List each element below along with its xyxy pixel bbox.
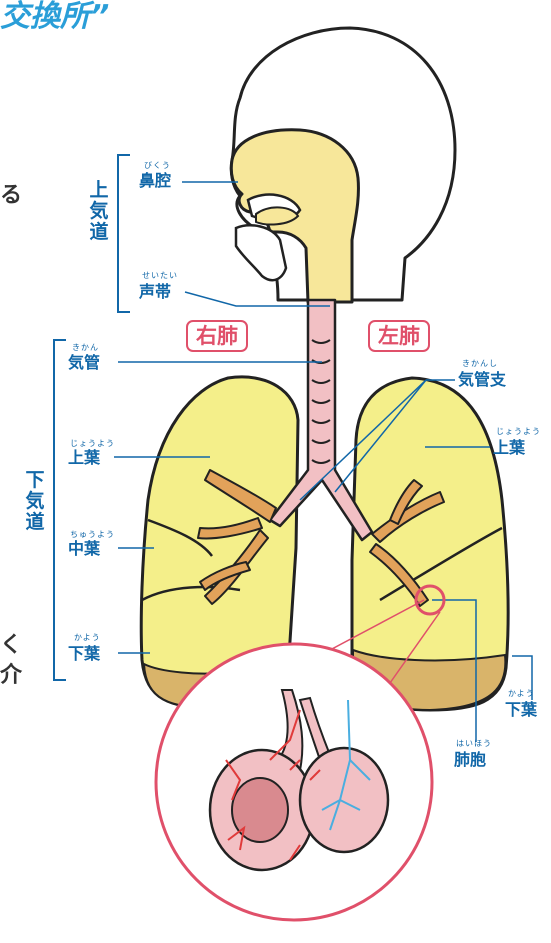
lower-airway-bracket (54, 340, 66, 680)
nasal-cavity-label: 鼻腔 (139, 173, 171, 189)
right-lung-tag: 右肺 (186, 320, 248, 352)
right-middle-lobe-label: 中葉 (68, 541, 100, 557)
left-lower-lobe-label: 下葉 (505, 702, 537, 718)
alveoli-label: 肺胞 (454, 752, 486, 768)
alveoli-reading: はいほう (456, 740, 492, 748)
left-lung-tag: 左肺 (368, 320, 430, 352)
text-fragment-2: く (0, 634, 22, 658)
vocal-cords-label: 声帯 (139, 284, 171, 300)
text-fragment-3: 介 (0, 664, 22, 688)
bronchi-reading: きかんし (462, 360, 498, 368)
right-upper-lobe-label: 上葉 (68, 450, 100, 466)
text-fragment-1: る (0, 184, 22, 208)
trachea-label: 気管 (68, 355, 100, 371)
right-lower-lobe-reading: かよう (74, 634, 101, 642)
upper-airway-bracket (118, 155, 130, 312)
left-upper-lobe-label: 上葉 (493, 440, 525, 456)
left-lower-lobe-reading: かよう (508, 690, 535, 698)
right-middle-lobe-reading: ちゅうよう (70, 531, 115, 539)
right-upper-lobe-reading: じょうよう (70, 440, 115, 448)
upper-airway-label: 上気道 (88, 180, 110, 243)
right-lower-lobe-label: 下葉 (68, 646, 100, 662)
trachea-reading: きかん (72, 344, 99, 352)
lower-airway-label: 下気道 (24, 470, 46, 533)
left-upper-lobe-reading: じょうよう (496, 428, 541, 436)
bronchi-label: 気管支 (458, 372, 506, 388)
vocal-cords-reading: せいたい (142, 272, 178, 280)
nasal-cavity-reading: びくう (144, 162, 171, 170)
page-title: 交換所” (0, 0, 109, 34)
